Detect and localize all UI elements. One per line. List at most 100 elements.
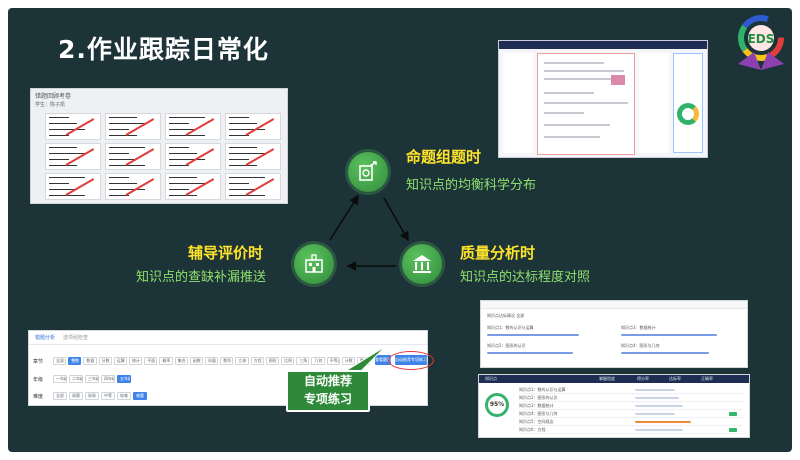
school-building-icon xyxy=(305,254,323,273)
table-row-bar xyxy=(635,413,675,415)
screenshot-knowledge-mastery: 知识点达标情况 全部 知识点1：数的认识与运算 知识点2：图形的认识 知识点3：… xyxy=(480,300,748,368)
table-row-divider xyxy=(519,393,743,394)
mastery-section-title: 知识点达标情况 全部 xyxy=(487,313,525,318)
table-row-label: 知识点2：图形的认识 xyxy=(519,395,558,400)
mastery-item: 知识点2：图形的认识 xyxy=(487,343,526,348)
filter-chip[interactable]: 全部 xyxy=(53,357,67,365)
row-label-grade: 年级 xyxy=(33,377,44,383)
answer-sheet-thumbnail[interactable] xyxy=(165,143,221,170)
answer-sheet-thumbnail[interactable] xyxy=(225,113,281,140)
filter-chip[interactable]: 统计 xyxy=(129,357,143,365)
node-title-analysis: 质量分析时 xyxy=(460,244,536,262)
filter-chip[interactable]: 较易 xyxy=(85,392,99,400)
tab-error-analysis[interactable]: 错题分析 xyxy=(35,335,56,341)
table-row-label: 知识点5：空间观念 xyxy=(519,419,554,424)
table-header: 达标率 xyxy=(669,376,681,381)
highlight-ellipse xyxy=(388,351,434,370)
answer-sheet-thumbnail[interactable] xyxy=(225,143,281,170)
review-header: 错题回顾考卷 xyxy=(35,93,72,100)
filter-chip[interactable]: 四年级 xyxy=(101,375,115,383)
row-label-chapter: 章节 xyxy=(33,359,44,365)
table-header: 正确率 xyxy=(701,376,713,381)
filter-chip[interactable]: 图形 xyxy=(265,357,279,365)
knowledge-point-panel xyxy=(639,53,669,153)
filter-chip[interactable]: 几何 xyxy=(311,357,325,365)
table-row-divider xyxy=(519,417,743,418)
status-tag xyxy=(729,412,737,416)
node-title-tutoring: 辅导评价时 xyxy=(188,244,264,262)
mastery-bar xyxy=(621,352,709,354)
answer-sheet-thumbnail[interactable] xyxy=(225,173,281,200)
status-tag xyxy=(729,428,737,432)
table-row-bar xyxy=(635,389,675,391)
mastery-bar xyxy=(621,334,717,336)
pass-rate-gauge: 95% xyxy=(485,393,509,417)
node-subtitle-tutoring: 知识点的查缺补漏推送 xyxy=(136,270,267,285)
node-title-compose: 命题组题时 xyxy=(406,148,482,166)
view-questions-button[interactable]: 查看题目 xyxy=(375,355,391,365)
filter-chip[interactable]: 中等 xyxy=(101,392,115,400)
screenshot-wrong-answer-review: 错题回顾考卷 学生：陈子凯 xyxy=(30,88,288,204)
slide: 2.作业跟踪日常化 EDS 错题回顾考卷 学生：陈子凯 xyxy=(8,8,792,452)
gauge-value: 95% xyxy=(489,401,505,408)
table-header: 掌握程度 xyxy=(599,376,615,381)
callout-line-2: 专项练习 xyxy=(303,392,352,406)
filter-chip[interactable]: 概率 xyxy=(159,357,173,365)
node-quality-analysis xyxy=(402,244,442,284)
filter-chip[interactable]: 立体 xyxy=(235,357,249,365)
filter-chip[interactable]: 三年级 xyxy=(85,375,99,383)
filter-chip[interactable]: 分数 xyxy=(98,357,112,365)
filter-chip[interactable]: 数列 xyxy=(220,357,234,365)
filter-chip[interactable]: 三角 xyxy=(296,357,310,365)
slide-title: 2.作业跟踪日常化 xyxy=(58,35,269,64)
mastery-item: 知识点3：数据统计 xyxy=(621,325,656,330)
row-label-difficulty: 难度 xyxy=(33,394,44,400)
table-header: 知识点 xyxy=(485,376,497,381)
answer-sheet-thumbnail[interactable] xyxy=(45,173,101,200)
filter-chip[interactable]: 五年级 xyxy=(117,375,131,383)
table-row-divider xyxy=(519,401,743,402)
mastery-header xyxy=(481,301,747,309)
answer-sheet-thumbnail[interactable] xyxy=(105,143,161,170)
filter-chip[interactable]: 数据 xyxy=(83,357,97,365)
table-row-label: 知识点4：图形与几何 xyxy=(519,411,558,416)
answer-sheet-thumbnail[interactable] xyxy=(105,173,161,200)
node-subtitle-analysis: 知识点的达标程度对照 xyxy=(460,270,591,285)
node-exam-compose xyxy=(348,152,388,192)
filter-chip[interactable]: 全部 xyxy=(53,392,67,400)
filter-chip[interactable]: 平面 xyxy=(144,357,158,365)
answer-sheet-thumbnail[interactable] xyxy=(45,143,101,170)
question-list-panel xyxy=(503,53,533,153)
filter-chip[interactable]: 函数 xyxy=(189,357,203,365)
table-row-label: 知识点3：数据统计 xyxy=(519,403,554,408)
answer-sheet-thumbnail[interactable] xyxy=(45,113,101,140)
mastery-bar xyxy=(487,334,579,336)
filter-chip[interactable]: 易题 xyxy=(69,392,83,400)
filter-chip[interactable]: 向量 xyxy=(205,357,219,365)
node-subtitle-compose: 知识点的均衡科学分布 xyxy=(406,178,537,193)
filter-chip[interactable]: 运算 xyxy=(113,357,127,365)
filter-chip[interactable]: 比例 xyxy=(281,357,295,365)
table-row-divider xyxy=(519,433,743,434)
distribution-donut-chart xyxy=(677,103,699,125)
mastery-bar xyxy=(487,352,573,354)
answer-sheet-thumbnail[interactable] xyxy=(105,113,161,140)
filter-chip[interactable]: 计数 xyxy=(341,357,355,365)
screenshot-quality-table: 知识点 掌握程度 得分率 达标率 正确率 95% 知识点1：数的认识与运算知识点… xyxy=(478,374,750,438)
logo-badge-icon: EDS xyxy=(738,15,784,70)
filter-chip[interactable]: 不等式 xyxy=(326,357,340,365)
table-row-bar xyxy=(635,429,683,431)
filter-chip[interactable]: 难题 xyxy=(133,392,147,400)
tab-bar: 错题分析 选项组检查 xyxy=(29,331,427,345)
filter-chip[interactable]: 集合 xyxy=(174,357,188,365)
filter-chip[interactable]: 整数 xyxy=(68,357,82,365)
answer-sheet-thumbnail[interactable] xyxy=(165,173,221,200)
filter-chip[interactable]: 二年级 xyxy=(69,375,83,383)
answer-sheet-thumbnail[interactable] xyxy=(165,113,221,140)
filter-chip[interactable]: 方程 xyxy=(250,357,264,365)
filter-chip[interactable]: 一年级 xyxy=(53,375,67,383)
table-row-divider xyxy=(519,425,743,426)
stats-panel xyxy=(673,53,703,153)
tab-option-check[interactable]: 选项组检查 xyxy=(63,335,89,341)
filter-chip[interactable]: 较难 xyxy=(117,392,131,400)
